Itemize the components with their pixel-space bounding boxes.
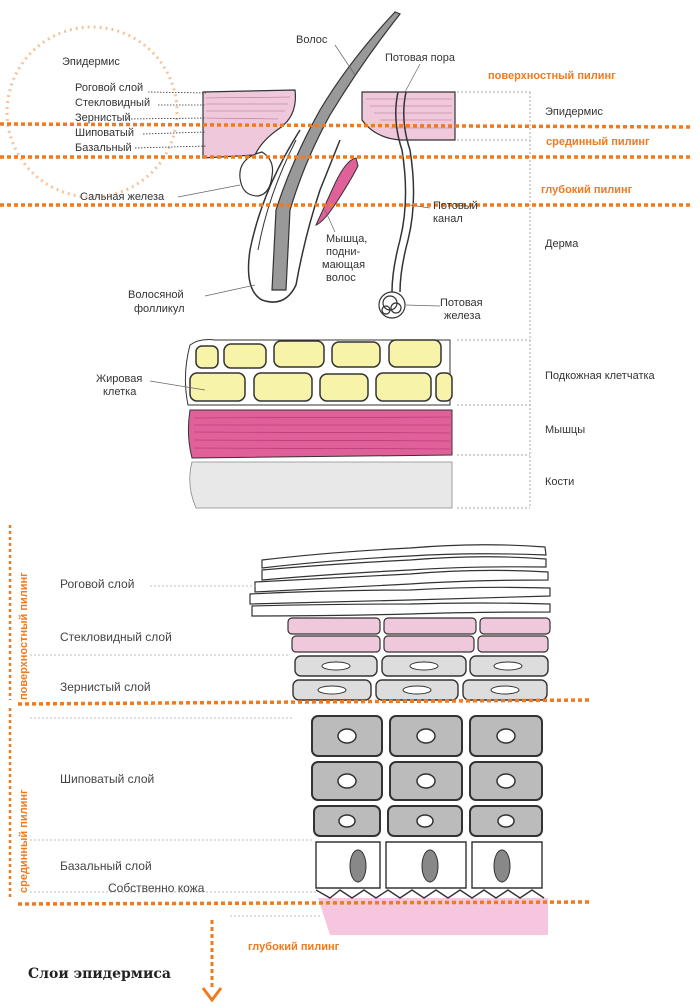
bottom-label-corneum: Роговой слой — [60, 577, 135, 591]
right-label-epidermis: Эпидермис — [545, 106, 603, 118]
sweat-gland — [378, 291, 406, 319]
inset-layer-granulosum: Зернистый — [75, 112, 131, 124]
dermis-layer — [318, 898, 548, 935]
label-muscle-2: подни- — [326, 246, 361, 258]
inset-layer-spinosum: Шиповатый — [75, 127, 134, 139]
inset-title: Эпидермис — [62, 56, 120, 68]
label-sweat-gland-1: Потовая — [440, 297, 483, 309]
deep-peel-bottom-label: глубокий пилинг — [248, 941, 340, 953]
label-muscle-1: Мышца, — [326, 233, 368, 245]
hair-follicle — [247, 129, 341, 303]
label-sweat-pore: Потовая пора — [385, 52, 455, 64]
label-hair-follicle-2: фолликул — [134, 303, 185, 315]
inset-layer-lucidum: Стекловидный — [75, 97, 151, 109]
peel-medium-label: срединный пилинг — [546, 136, 650, 148]
muscle-layer — [187, 409, 453, 459]
label-hair: Волос — [296, 34, 328, 46]
bottom-label-dermis: Собственно кожа — [108, 881, 205, 895]
sweat-duct — [391, 91, 407, 293]
label-sweat-duct-1: Потовый — [433, 200, 478, 212]
right-label-dermis: Дерма — [545, 238, 579, 250]
vertical-surface-peel: поверхностный пилинг — [18, 572, 30, 700]
vertical-medium-peel: срединный пилинг — [18, 789, 30, 893]
label-fat-cell-1: Жировая — [96, 373, 143, 385]
fat-cells — [189, 339, 453, 402]
label-sweat-duct-2: канал — [433, 213, 463, 225]
bone-layer — [189, 461, 453, 509]
stratum-corneum — [249, 544, 551, 617]
right-label-muscles: Мышцы — [545, 424, 586, 436]
label-hair-follicle-1: Волосяной — [128, 289, 184, 301]
epidermis-layers-caption: Слои эпидермиса — [28, 966, 171, 982]
bottom-label-lucidum: Стекловидный слой — [60, 630, 172, 644]
hair-shaft — [271, 11, 401, 291]
stratum-lucidum — [287, 617, 551, 653]
label-fat-cell-2: клетка — [103, 386, 137, 398]
bottom-label-granulosum: Зернистый слой — [60, 680, 151, 694]
right-label-subcutis: Подкожная клетчатка — [545, 370, 655, 382]
label-muscle-4: волос — [326, 272, 356, 284]
inset-layer-basale: Базальный — [75, 142, 132, 154]
label-muscle-3: мающая — [322, 259, 366, 271]
bottom-label-spinosum: Шиповатый слой — [60, 772, 155, 786]
down-arrow-icon — [201, 987, 223, 1003]
bottom-label-basale: Базальный слой — [60, 859, 152, 873]
peel-surface-label: поверхностный пилинг — [488, 70, 616, 82]
epidermis-inset-circle — [5, 25, 179, 199]
epidermis-strip-left — [202, 89, 297, 159]
sebaceous-gland — [239, 151, 274, 197]
inset-layer-corneum: Роговой слой — [75, 82, 144, 94]
right-label-bones: Кости — [545, 476, 575, 488]
peel-deep-label: глубокий пилинг — [541, 184, 633, 196]
arrector-muscle — [315, 157, 359, 226]
label-sweat-gland-2: железа — [444, 310, 481, 322]
label-sebaceous-gland: Сальная железа — [80, 191, 165, 203]
